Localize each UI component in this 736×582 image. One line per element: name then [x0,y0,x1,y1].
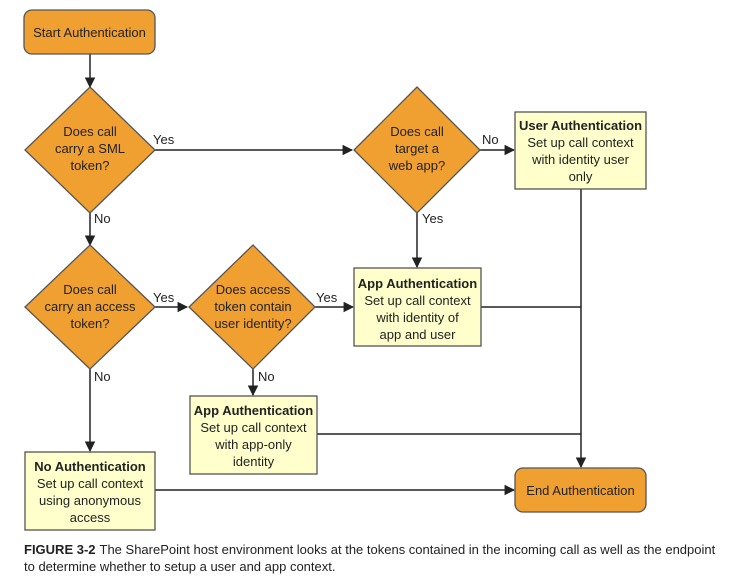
user-auth-line-2: with identity user [531,152,629,167]
label-sml-no: No [94,211,111,226]
app-user-title: App Authentication [358,276,477,291]
decision-access-token: Does call carry an access token? [24,244,156,370]
end-label: End Authentication [526,483,634,498]
box-user-authentication: User Authentication Set up call context … [514,111,647,190]
q-webapp-line-2: target a [395,141,440,156]
no-auth-line-3: access [70,510,111,525]
label-sml-yes: Yes [153,132,175,147]
label-webapp-yes: Yes [422,211,444,226]
app-user-line-1: Set up call context [364,293,471,308]
decision-web-app: Does call target a web app? [353,86,481,214]
no-auth-line-1: Set up call context [37,476,144,491]
q-webapp-line-1: Does call [390,124,444,139]
flowchart-diagram: Yes No No Yes Yes No Yes No Start Authen… [23,9,647,531]
q-identity-line-2: token contain [214,299,291,314]
app-only-line-3: identity [233,454,275,469]
app-only-title: App Authentication [194,403,313,418]
box-no-authentication: No Authentication Set up call context us… [24,451,156,531]
no-auth-line-2: using anonymous [39,493,141,508]
app-only-line-1: Set up call context [200,420,307,435]
label-identity-yes: Yes [316,290,338,305]
start-label: Start Authentication [33,25,146,40]
label-access-yes: Yes [153,290,175,305]
decision-sml-token: Does call carry a SML token? [24,86,156,214]
box-app-authentication-user: App Authentication Set up call context w… [353,267,482,347]
user-auth-title: User Authentication [519,118,642,133]
node-start: Start Authentication [23,9,156,55]
q-access-line-2: carry an access [44,299,136,314]
box-app-authentication-only: App Authentication Set up call context w… [189,395,318,475]
q-access-line-3: token? [70,316,109,331]
edge-labels: Yes No No Yes Yes No Yes No [94,132,499,384]
app-user-line-3: app and user [380,327,457,342]
label-access-no: No [94,369,111,384]
q-identity-line-3: user identity? [214,316,291,331]
app-only-line-2: with app-only [214,437,292,452]
q-access-line-1: Does call [63,282,117,297]
user-auth-line-1: Set up call context [527,135,634,150]
node-end: End Authentication [514,467,647,513]
app-user-line-2: with identity of [375,310,459,325]
figure-number: FIGURE 3-2 [24,542,96,557]
q-sml-line-3: token? [70,158,109,173]
no-auth-title: No Authentication [34,459,146,474]
figure-caption-text: The SharePoint host environment looks at… [24,542,716,574]
label-identity-no: No [258,369,275,384]
q-sml-line-1: Does call [63,124,117,139]
q-sml-line-2: carry a SML [55,141,125,156]
label-webapp-no: No [482,132,499,147]
q-webapp-line-3: web app? [388,158,445,173]
decision-user-identity: Does access token contain user identity? [188,244,316,370]
q-identity-line-1: Does access [216,282,291,297]
connectors [84,54,587,496]
user-auth-line-3: only [569,169,593,184]
